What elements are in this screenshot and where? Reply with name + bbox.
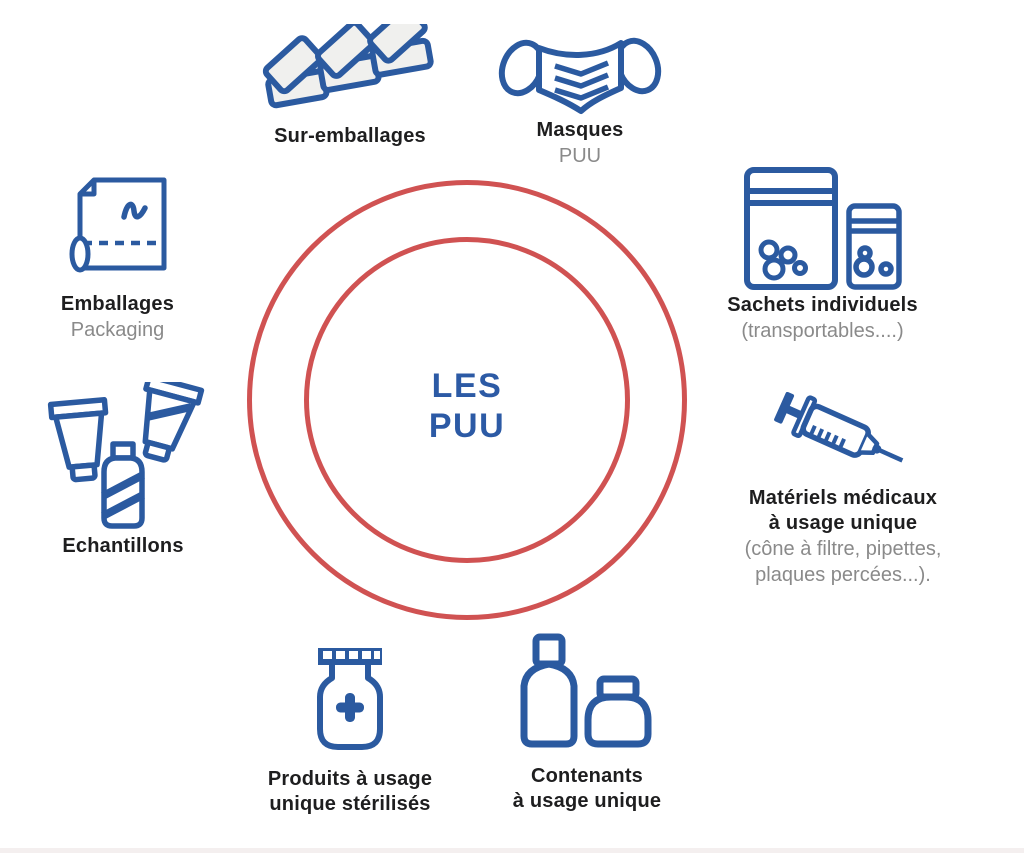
item-echantillons: Echantillons — [18, 382, 228, 559]
zip-bags-icon — [743, 166, 903, 291]
item-label: Masques — [536, 119, 624, 141]
bottles-icon — [512, 632, 662, 750]
item-sublabel: PUU — [558, 145, 602, 167]
item-label-line2: à usage unique — [512, 790, 662, 812]
outer-red-circle — [247, 180, 687, 620]
center-title: LES PUU — [429, 366, 505, 446]
item-masques: Masques PUU — [485, 26, 675, 169]
wrapping-roll-icon — [58, 168, 178, 290]
wipes-icon — [258, 24, 443, 124]
item-label: Sur-emballages — [274, 125, 426, 147]
item-sublabel: (cône à filtre, pipettes, — [744, 538, 942, 560]
face-mask-icon — [495, 26, 665, 118]
item-sublabel-line2: plaques percées...). — [755, 564, 931, 586]
item-sachets: Sachets individuels (transportables....) — [700, 166, 945, 344]
item-label: Sachets individuels — [727, 294, 918, 316]
bottom-divider — [0, 848, 1024, 853]
item-emballages: Emballages Packaging — [25, 168, 210, 343]
item-sublabel: Packaging — [70, 319, 165, 341]
item-label-line2: unique stérilisés — [269, 793, 431, 815]
item-produits: Produits à usage unique stérilisés — [260, 645, 440, 817]
item-label-line2: à usage unique — [768, 512, 918, 534]
item-label: Contenants — [531, 765, 643, 787]
item-label: Produits à usage — [267, 768, 433, 790]
inner-red-circle — [304, 237, 630, 563]
item-materiels: Matériels médicaux à usage unique (cône … — [713, 392, 973, 588]
item-label: Emballages — [60, 293, 175, 315]
item-sublabel: (transportables....) — [741, 320, 904, 342]
sterile-jar-icon — [314, 645, 386, 751]
item-sur-emballages: Sur-emballages — [235, 24, 465, 149]
sample-tubes-icon — [38, 382, 208, 534]
item-label: Matériels médicaux — [748, 487, 938, 509]
syringe-icon — [768, 392, 918, 484]
item-label: Echantillons — [62, 535, 184, 557]
center-title-line2: PUU — [428, 407, 506, 445]
center-title-line1: LES — [431, 366, 503, 405]
item-contenants: Contenants à usage unique — [492, 632, 682, 814]
